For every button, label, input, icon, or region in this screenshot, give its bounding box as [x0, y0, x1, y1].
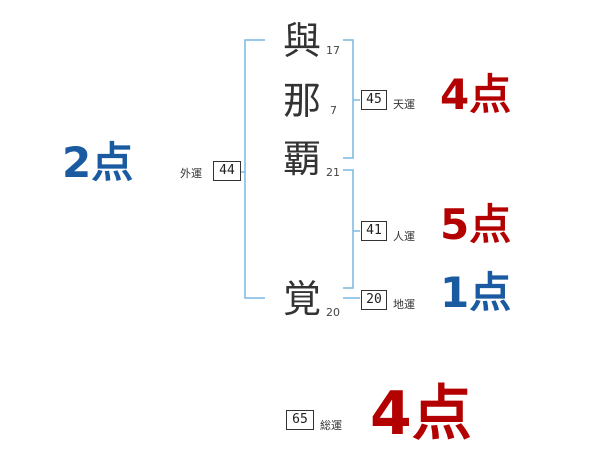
stroke-count-1: 17 — [326, 44, 340, 57]
gaikaku-score: 2点 — [62, 138, 134, 187]
chikaku-value-box: 20 — [361, 290, 387, 310]
soukaku-value-box: 65 — [286, 410, 314, 430]
name-char-2: 那 — [283, 79, 322, 123]
soukaku-score: 4点 — [370, 379, 472, 449]
jinkaku-value-box: 41 — [361, 221, 387, 241]
stroke-count-4: 20 — [326, 306, 340, 319]
name-char-1: 與 — [283, 19, 322, 63]
stroke-count-2: 7 — [330, 104, 337, 117]
tenkaku-value-box: 45 — [361, 90, 387, 110]
name-char-3: 覇 — [283, 137, 322, 181]
name-char-4: 覚 — [283, 277, 322, 321]
tenkaku-score: 4点 — [440, 70, 512, 119]
jinkaku-label: 人運 — [393, 230, 415, 243]
soukaku-label: 総運 — [320, 419, 342, 432]
jinkaku-score: 5点 — [440, 200, 512, 249]
chikaku-label: 地運 — [393, 298, 415, 311]
gaikaku-value-box: 44 — [213, 161, 241, 181]
gaikaku-label: 外運 — [180, 167, 202, 180]
chikaku-score: 1点 — [440, 268, 512, 317]
tenkaku-label: 天運 — [393, 98, 415, 111]
stroke-count-3: 21 — [326, 166, 340, 179]
